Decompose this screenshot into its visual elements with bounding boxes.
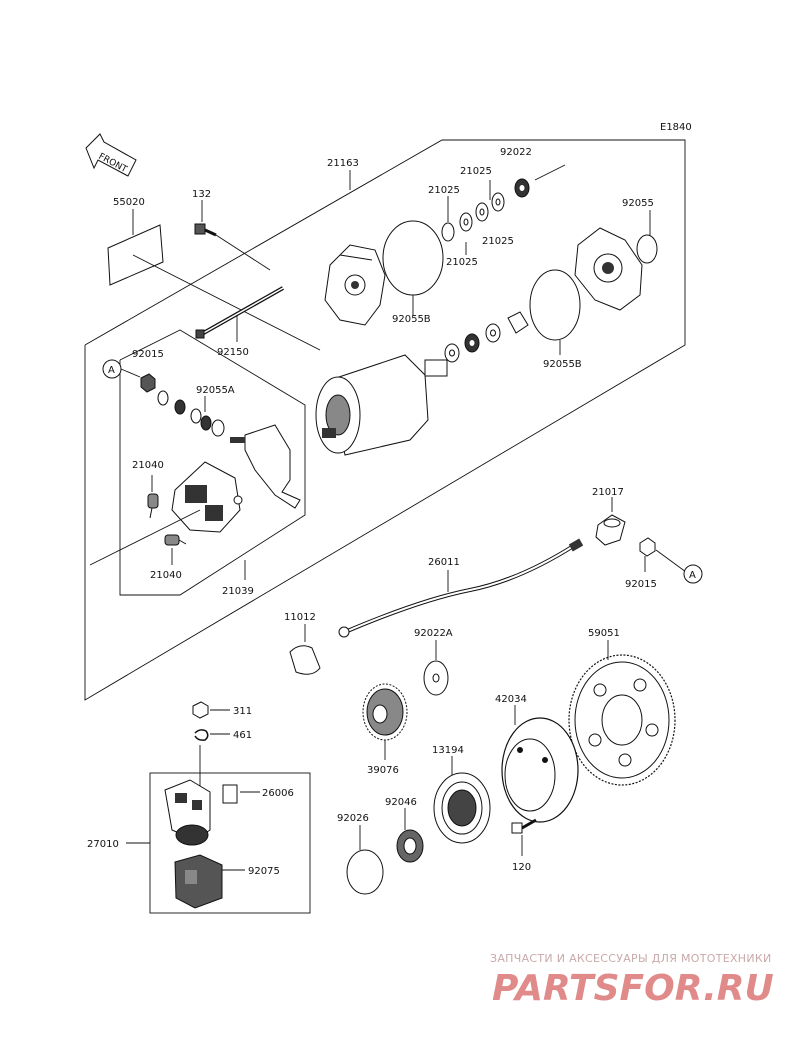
part-label-92055B-upper: 92055B bbox=[392, 314, 431, 325]
washer-stack-lower-icon bbox=[444, 311, 529, 363]
part-label-92015-right: 92015 bbox=[625, 579, 657, 590]
part-label-92055A: 92055A bbox=[196, 385, 235, 396]
part-label-21040-upper: 21040 bbox=[132, 460, 164, 471]
terminal-cap-icon bbox=[595, 514, 626, 546]
part-label-92150: 92150 bbox=[217, 347, 249, 358]
washer-stack-upper-icon bbox=[441, 178, 530, 242]
part-label-42034: 42034 bbox=[495, 694, 527, 705]
front-arrow-icon: FRONT bbox=[85, 133, 137, 177]
clutch-housing-icon bbox=[501, 717, 579, 823]
nut-92015-right-icon bbox=[639, 537, 656, 557]
rubber-cap-icon bbox=[289, 645, 321, 675]
bolt-120-icon bbox=[511, 818, 537, 834]
watermark-tagline: ЗАПЧАСТИ И АКСЕССУАРЫ ДЛЯ МОТОТЕХНИКИ bbox=[490, 952, 772, 965]
front-cover-icon bbox=[324, 244, 386, 326]
diagram-code: E1840 bbox=[660, 122, 692, 133]
washer-row-92055A-icon bbox=[157, 390, 225, 437]
nut-311-icon bbox=[192, 701, 209, 719]
part-label-92022: 92022 bbox=[500, 147, 532, 158]
part-label-21017: 21017 bbox=[592, 487, 624, 498]
part-label-21025-c: 21025 bbox=[482, 236, 514, 247]
watermark-logo: PARTSFOR.RU bbox=[492, 968, 774, 1009]
part-label-26011: 26011 bbox=[428, 557, 460, 568]
one-way-clutch-icon bbox=[433, 772, 491, 844]
part-label-92022A: 92022A bbox=[414, 628, 453, 639]
starter-assembly-frame bbox=[84, 139, 686, 701]
part-label-59051: 59051 bbox=[588, 628, 620, 639]
part-label-21025-b: 21025 bbox=[428, 185, 460, 196]
part-label-92055: 92055 bbox=[622, 198, 654, 209]
part-label-92055B-lower: 92055B bbox=[543, 359, 582, 370]
brush-terminal-bracket-icon bbox=[230, 424, 301, 509]
part-label-26006: 26006 bbox=[262, 788, 294, 799]
part-label-120: 120 bbox=[512, 862, 531, 873]
ref-letter-right: A bbox=[689, 570, 696, 581]
clip-461-icon bbox=[194, 729, 209, 741]
part-label-27010: 27010 bbox=[87, 839, 119, 850]
part-label-132: 132 bbox=[192, 189, 211, 200]
part-label-92075: 92075 bbox=[248, 866, 280, 877]
starter-relay-icon bbox=[164, 779, 211, 846]
ref-A-circle-right bbox=[683, 564, 703, 584]
label-plate-icon bbox=[107, 224, 164, 286]
part-label-21025-a: 21025 bbox=[460, 166, 492, 177]
brush-subassembly-frame bbox=[119, 329, 306, 596]
part-label-92026: 92026 bbox=[337, 813, 369, 824]
part-label-311: 311 bbox=[233, 706, 252, 717]
part-label-21040-lower: 21040 bbox=[150, 570, 182, 581]
part-label-55020: 55020 bbox=[113, 197, 145, 208]
part-label-21025-d: 21025 bbox=[446, 257, 478, 268]
o-ring-92055B-upper-icon bbox=[382, 220, 444, 296]
brush-spring-lower-icon bbox=[164, 534, 187, 546]
washer-92026-icon bbox=[346, 849, 384, 895]
part-label-21163: 21163 bbox=[327, 158, 359, 169]
o-ring-92055-icon bbox=[636, 234, 658, 264]
through-bolt-icon bbox=[195, 286, 284, 339]
nut-92015-icon bbox=[140, 373, 156, 393]
brush-holder-icon bbox=[171, 461, 243, 533]
motor-body-icon bbox=[315, 354, 448, 456]
fuse-26006-icon bbox=[222, 784, 238, 804]
relay-cover-92075-icon bbox=[174, 854, 223, 909]
needle-bearing-icon bbox=[396, 829, 424, 863]
part-label-92046: 92046 bbox=[385, 797, 417, 808]
bolt-132-icon bbox=[194, 223, 217, 237]
part-label-13194: 13194 bbox=[432, 745, 464, 756]
part-label-92015-left: 92015 bbox=[132, 349, 164, 360]
idler-gear-icon bbox=[362, 683, 408, 741]
brush-spring-upper-icon bbox=[147, 493, 159, 519]
part-label-39076: 39076 bbox=[367, 765, 399, 776]
part-label-11012: 11012 bbox=[284, 612, 316, 623]
ref-letter-left: A bbox=[108, 365, 115, 376]
starter-cable-icon bbox=[338, 538, 584, 638]
starter-clutch-gear-icon bbox=[568, 654, 676, 786]
rear-cover-icon bbox=[574, 227, 643, 311]
part-label-21039: 21039 bbox=[222, 586, 254, 597]
part-label-461: 461 bbox=[233, 730, 252, 741]
o-ring-92055B-lower-icon bbox=[529, 269, 581, 341]
